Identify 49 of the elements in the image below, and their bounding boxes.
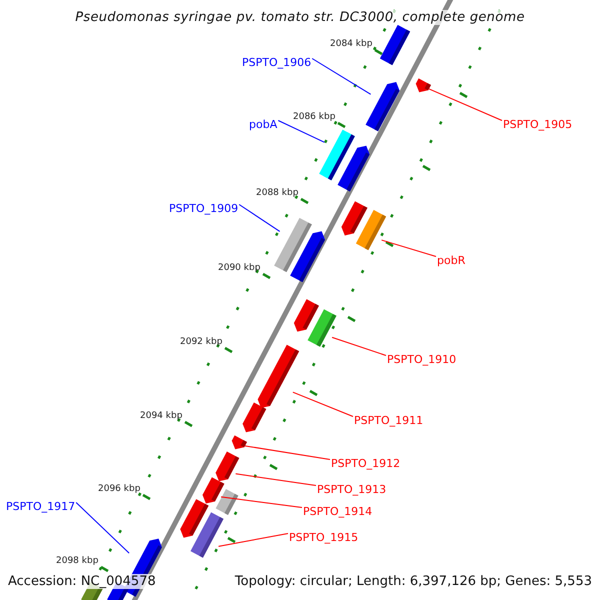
scale-label: 2088 kbp bbox=[256, 188, 298, 199]
gene-block bbox=[290, 231, 325, 282]
gene-block bbox=[216, 489, 238, 515]
leader-line bbox=[312, 58, 372, 95]
gene-block bbox=[341, 201, 368, 236]
leader-line bbox=[238, 204, 280, 232]
gene-label: pobA bbox=[249, 118, 278, 131]
leader-line bbox=[428, 88, 502, 121]
leader-line bbox=[218, 533, 288, 547]
title: Pseudomonas syringae pv. tomato str. DC3000, complete genome bbox=[74, 10, 526, 25]
gene-block bbox=[416, 78, 431, 92]
gene-block bbox=[202, 477, 224, 504]
gene-block bbox=[294, 299, 319, 332]
scale-label: 2094 kbp bbox=[140, 411, 182, 422]
gene-label: PSPTO_1910 bbox=[387, 353, 456, 366]
gene-label: PSPTO_1911 bbox=[354, 414, 424, 427]
footer-text: Topology: circular; Length: 6,397,126 bp; Genes: 5,553 bbox=[234, 574, 592, 589]
gene-label: PSPTO_1906 bbox=[242, 56, 312, 69]
leader-line bbox=[292, 392, 354, 417]
gene-label: PSPTO_1905 bbox=[503, 118, 572, 131]
gene-block bbox=[232, 435, 247, 450]
gene-block bbox=[180, 499, 209, 538]
leader-line bbox=[76, 502, 130, 554]
gene-block bbox=[366, 82, 400, 132]
leader-line bbox=[381, 240, 436, 257]
gene-block bbox=[216, 452, 240, 482]
leader-line bbox=[278, 120, 325, 143]
scale-label: 2090 kbp bbox=[218, 263, 260, 274]
scale-label: 2098 kbp bbox=[56, 556, 98, 567]
gene-block bbox=[242, 402, 266, 432]
leader-line bbox=[332, 336, 386, 356]
scale-label: 2096 kbp bbox=[98, 484, 140, 495]
leader-line bbox=[220, 496, 302, 508]
leader-line bbox=[244, 445, 330, 460]
gene-label: PSPTO_1913 bbox=[317, 483, 386, 496]
scale-label: 2084 kbp bbox=[330, 39, 372, 50]
gene-block bbox=[338, 146, 370, 192]
scale-label: 2086 kbp bbox=[293, 112, 336, 123]
gene-label: PSPTO_1915 bbox=[289, 531, 358, 544]
gene-label: PSPTO_1917 bbox=[6, 500, 76, 513]
footer-text: Accession: NC_004578 bbox=[8, 574, 156, 589]
scale-label: 2092 kbp bbox=[180, 337, 222, 348]
leader-line bbox=[235, 473, 316, 486]
gene-block bbox=[258, 344, 300, 408]
gene-block bbox=[380, 24, 410, 66]
gene-label: PSPTO_1912 bbox=[331, 457, 400, 470]
gene-label: pobR bbox=[437, 254, 466, 267]
gene-label: PSPTO_1914 bbox=[303, 505, 372, 518]
gene-label: PSPTO_1909 bbox=[169, 202, 238, 215]
